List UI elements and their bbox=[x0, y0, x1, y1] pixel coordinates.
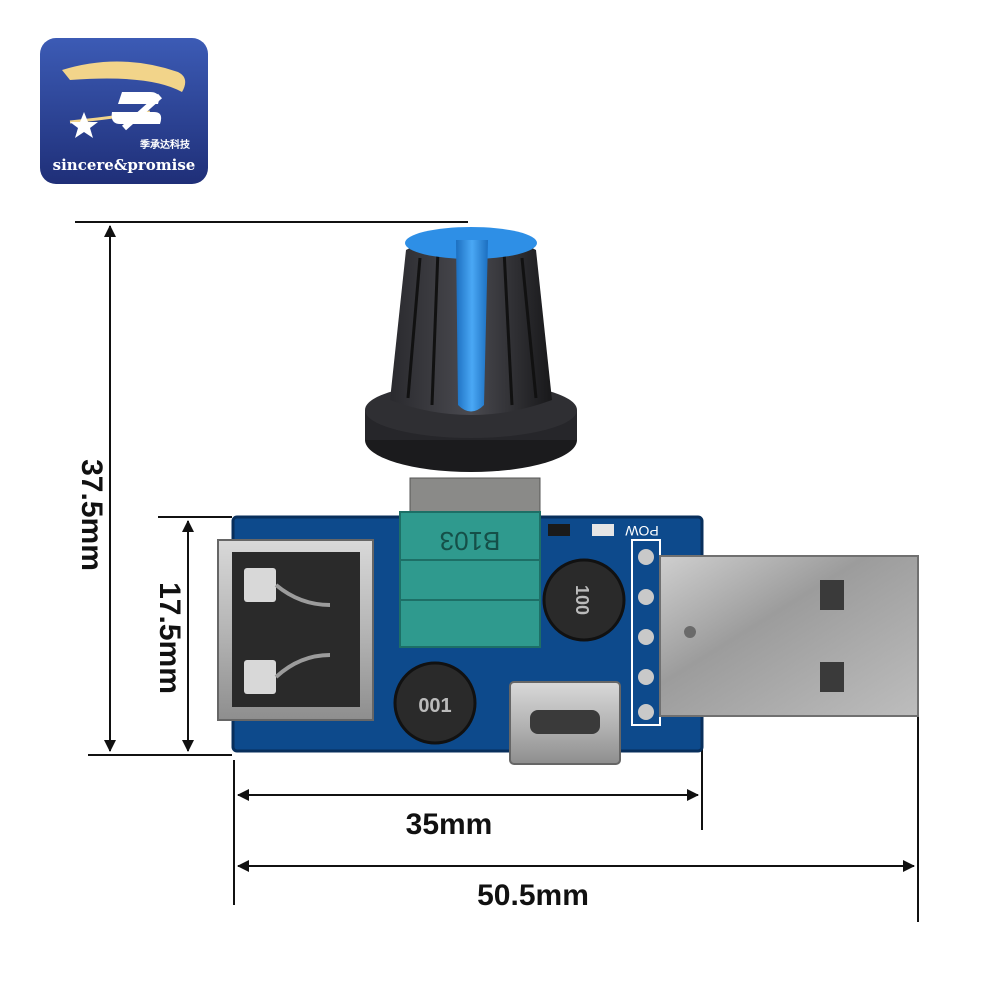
total-width-label: 50.5mm bbox=[477, 879, 589, 912]
usb-female-spring bbox=[274, 583, 331, 607]
potentiometer bbox=[399, 511, 541, 648]
brand-logo: 季承达科技 sincere&promise bbox=[40, 38, 208, 184]
logo-chinese-text: 季承达科技 bbox=[139, 138, 191, 151]
header-pad bbox=[638, 589, 654, 605]
board-height-label: 17.5mm bbox=[153, 582, 186, 694]
knob-ridge bbox=[406, 257, 422, 399]
usb-female-contact bbox=[244, 660, 276, 694]
header-pad bbox=[638, 549, 654, 565]
usb-female-contact bbox=[244, 568, 276, 602]
speed-knob bbox=[365, 227, 577, 472]
fan-speed-controller-board: B103 100 001 POW bbox=[217, 477, 919, 765]
total-height-label: 37.5mm bbox=[75, 459, 108, 571]
knob-ridge bbox=[430, 249, 440, 406]
knob-ridge bbox=[502, 249, 514, 406]
smd-led bbox=[592, 524, 614, 536]
usb-plug-window bbox=[820, 580, 844, 610]
logo-swoosh-icon bbox=[62, 61, 186, 92]
inductor-right-code: 100 bbox=[572, 585, 592, 615]
logo-brand-text: sincere&promise bbox=[53, 156, 196, 174]
logo-letter-stroke bbox=[122, 93, 162, 131]
inductor-right bbox=[542, 558, 626, 642]
inductor-left-code: 001 bbox=[418, 695, 451, 717]
pow-label: POW bbox=[624, 523, 658, 539]
usb-plug-window bbox=[820, 662, 844, 692]
logo-letter-icon bbox=[108, 92, 162, 124]
header-pad bbox=[638, 669, 654, 685]
micro-usb-opening bbox=[530, 710, 600, 734]
usb-female-spring bbox=[274, 653, 331, 679]
usb-plug-rivet bbox=[684, 626, 696, 638]
pot-code: B103 bbox=[440, 526, 501, 556]
header-pad bbox=[638, 704, 654, 720]
inductor-left bbox=[393, 661, 477, 745]
smd-component bbox=[548, 524, 570, 536]
knob-ridge bbox=[520, 257, 538, 399]
usb-male-plug bbox=[659, 555, 919, 717]
logo-star-icon bbox=[70, 112, 98, 138]
board-width-label: 35mm bbox=[406, 808, 493, 841]
header-pad bbox=[638, 629, 654, 645]
knob-indicator-stripe bbox=[456, 240, 488, 412]
dimension-annotations: 37.5mm 17.5mm 35mm 50.5mm bbox=[75, 221, 919, 922]
